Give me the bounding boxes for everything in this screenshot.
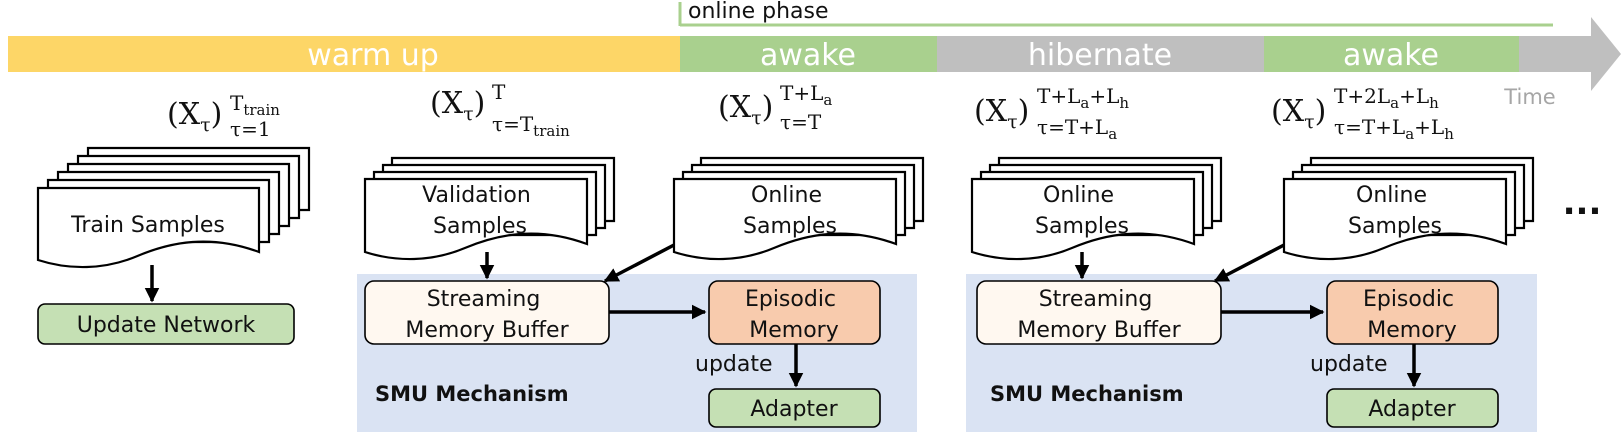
svg-text:τ=T: τ=T — [780, 110, 822, 134]
svg-text:T: T — [492, 80, 506, 104]
svg-text:T+La: T+La — [780, 81, 832, 109]
svg-text:(Xτ): (Xτ) — [974, 94, 1029, 133]
episodic-memory-label-2: Episodic Memory — [1363, 287, 1461, 343]
online-samples-stack-2 — [970, 156, 1223, 261]
update-label-1: update — [695, 352, 773, 377]
online-samples-stack-2-sheet — [970, 177, 1196, 261]
smu-mechanism-label-1: SMU Mechanism — [375, 382, 569, 406]
segment-warm-up-label: warm up — [307, 38, 439, 73]
smu-mechanism-label-2: SMU Mechanism — [990, 382, 1184, 406]
streaming-memory-buffer-label-2: Streaming Memory Buffer — [1017, 287, 1181, 343]
math-header-2: (Xτ) T τ=Ttrain — [430, 80, 570, 140]
svg-text:τ=Ttrain: τ=Ttrain — [492, 112, 570, 140]
svg-text:τ=T+La: τ=T+La — [1037, 115, 1117, 143]
validation-samples-label: Validation Samples — [422, 183, 538, 239]
segment-awake-2-label: awake — [1343, 38, 1439, 73]
online-samples-label-3: Online Samples — [1348, 183, 1442, 239]
online-samples-label-1: Online Samples — [743, 183, 837, 239]
streaming-memory-buffer-label-1: Streaming Memory Buffer — [405, 287, 569, 343]
update-network-label: Update Network — [77, 313, 256, 338]
segment-awake-1 — [680, 36, 937, 72]
segment-hibernate — [937, 36, 1264, 72]
online-phase-label: online phase — [688, 0, 829, 24]
segment-warm-up — [8, 36, 680, 72]
math-header-4: (Xτ) T+La+Lh τ=T+La — [974, 84, 1129, 143]
svg-text:T+2La+Lh: T+2La+Lh — [1334, 84, 1439, 112]
train-samples-label: Train Samples — [70, 213, 225, 238]
timeline-arrow-head — [1591, 17, 1621, 91]
svg-text:(Xτ): (Xτ) — [718, 90, 773, 129]
train-samples-stack-sheet — [36, 186, 261, 269]
timeline: online phase warm up awake hibernate awa… — [8, 0, 1621, 109]
svg-text:(Xτ): (Xτ) — [167, 97, 222, 136]
episodic-memory-label-1: Episodic Memory — [745, 287, 843, 343]
svg-text:τ=1: τ=1 — [230, 117, 271, 141]
time-label: Time — [1503, 85, 1555, 109]
train-samples-stack — [36, 146, 311, 269]
online-samples-stack-1-sheet — [672, 177, 898, 261]
update-label-2: update — [1310, 352, 1388, 377]
svg-text:(Xτ): (Xτ) — [1271, 94, 1326, 133]
adapter-label-2: Adapter — [1368, 397, 1456, 422]
arrow-online-to-buffer-2b — [1213, 243, 1285, 283]
svg-text:(Xτ): (Xτ) — [430, 86, 485, 125]
segment-awake-1-label: awake — [760, 38, 856, 73]
svg-text:Ttrain: Ttrain — [230, 91, 280, 119]
math-header-3: (Xτ) T+La τ=T — [718, 81, 832, 134]
online-samples-stack-3 — [1282, 156, 1535, 261]
math-header-5: (Xτ) T+2La+Lh τ=T+La+Lh — [1271, 84, 1454, 143]
svg-text:τ=T+La+Lh: τ=T+La+Lh — [1334, 115, 1454, 143]
timeline-arrow-shaft — [1519, 36, 1591, 72]
validation-samples-stack — [363, 156, 616, 261]
adapter-label-1: Adapter — [750, 397, 838, 422]
ellipsis: ... — [1563, 183, 1602, 223]
online-samples-stack-1 — [672, 156, 925, 261]
update-network-box — [37, 303, 295, 345]
math-header-1: (Xτ) Ttrain τ=1 — [167, 91, 280, 141]
svg-text:T+La+Lh: T+La+Lh — [1037, 84, 1129, 112]
adapter-box-1 — [708, 388, 881, 428]
arrow-online-to-buffer-1 — [603, 243, 675, 283]
segment-hibernate-label: hibernate — [1028, 38, 1172, 73]
segment-awake-2 — [1264, 36, 1519, 72]
adapter-box-2 — [1326, 388, 1499, 428]
online-samples-label-2: Online Samples — [1035, 183, 1129, 239]
online-samples-stack-3-sheet — [1282, 177, 1508, 261]
validation-samples-stack-sheet — [363, 177, 589, 261]
